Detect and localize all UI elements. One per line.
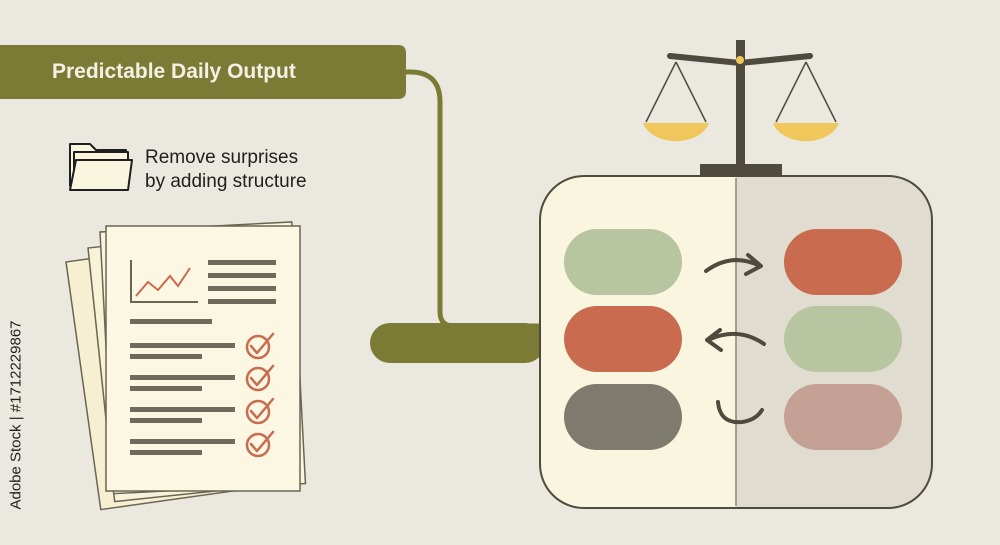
document-stack-icon [65, 221, 307, 511]
document-text-lines [130, 260, 276, 455]
swap-arrow-icon [704, 253, 763, 276]
line-chart-icon [130, 260, 198, 303]
checklist-icons [245, 332, 275, 458]
banner-title: Predictable Daily Output [52, 60, 296, 83]
checkmark-icon [245, 397, 275, 425]
task-pill-right-1 [784, 229, 902, 295]
callout-text: Remove surprises by adding structure [145, 146, 375, 194]
task-pill-left-3 [564, 384, 682, 450]
platform-bar [370, 323, 545, 363]
callout-line-1: Remove surprises [145, 147, 299, 168]
balance-scale-icon [643, 40, 839, 177]
image-credit: Adobe Stock | #1712229867 [2, 297, 30, 532]
task-pill-right-2 [784, 306, 902, 372]
connector-line [395, 69, 545, 329]
callout-line-2: by adding structure [145, 171, 307, 192]
checkmark-icon [245, 332, 275, 360]
task-pill-left-2 [564, 306, 682, 372]
checkmark-icon [245, 364, 275, 392]
checkmark-icon [245, 430, 275, 458]
task-pill-left-1 [564, 229, 682, 295]
folder-icon [69, 143, 133, 191]
title-banner [0, 45, 406, 99]
task-pill-right-3 [784, 384, 902, 450]
swap-arrow-icon [705, 328, 766, 352]
swap-arrow-icon [716, 400, 764, 425]
credit-text: Adobe Stock | #1712229867 [7, 319, 25, 510]
